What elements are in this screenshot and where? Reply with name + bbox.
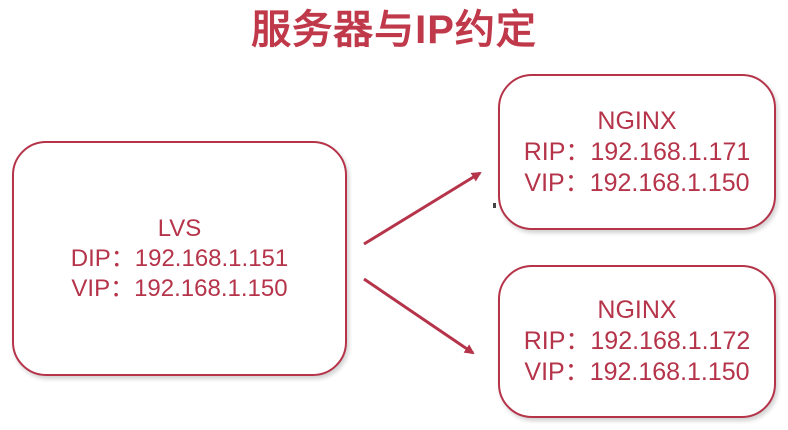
nginx-1-vip: VIP：192.168.1.150: [524, 168, 750, 197]
nginx-2-rip: RIP：192.168.1.172: [523, 327, 751, 355]
mouse-cursor-icon: [493, 203, 496, 208]
nginx-2-name: NGINX: [597, 296, 677, 324]
lvs-name: LVS: [157, 214, 202, 242]
nginx-1-name: NGINX: [597, 106, 677, 135]
arrow-to-nginx-2: [363, 277, 475, 355]
arrow-to-nginx-1: [363, 171, 482, 246]
nginx-1-rip: RIP：192.168.1.171: [523, 137, 751, 166]
lvs-vip: VIP：192.168.1.150: [71, 274, 288, 302]
nginx-server-box-1: NGINX RIP：192.168.1.171 VIP：192.168.1.15…: [498, 74, 776, 230]
nginx-server-box-2: NGINX RIP：192.168.1.172 VIP：192.168.1.15…: [498, 265, 776, 418]
lvs-server-box: LVS DIP：192.168.1.151 VIP：192.168.1.150: [12, 141, 347, 376]
lvs-dip: DIP：192.168.1.151: [70, 244, 289, 272]
nginx-2-vip: VIP：192.168.1.150: [524, 358, 750, 386]
page-title: 服务器与IP约定: [251, 8, 537, 52]
